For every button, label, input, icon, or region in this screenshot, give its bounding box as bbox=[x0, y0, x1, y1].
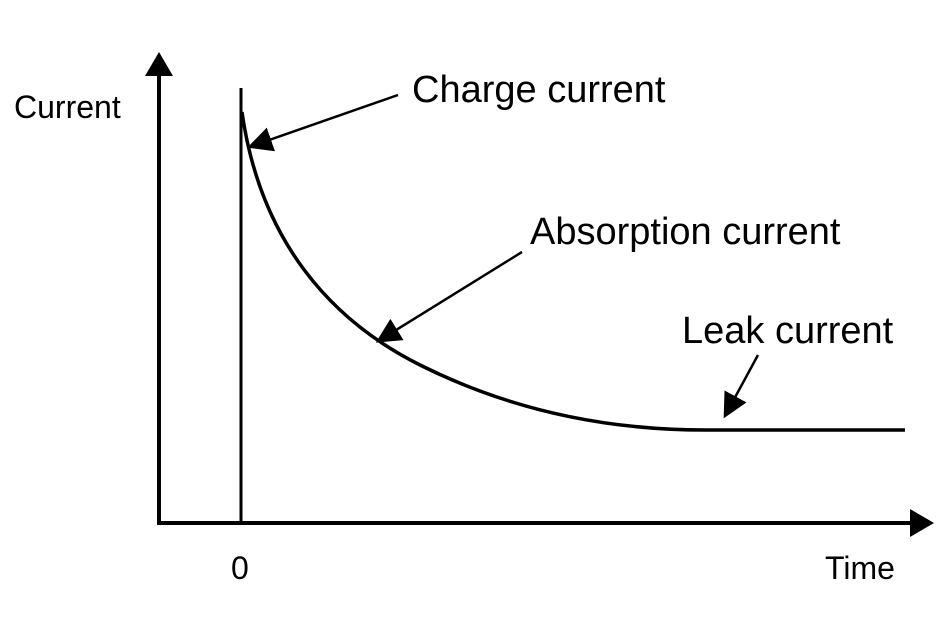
origin-tick-label: 0 bbox=[231, 550, 249, 586]
charge-current-label: Charge current bbox=[412, 69, 666, 111]
current-decay-curve bbox=[240, 111, 905, 432]
leak-current-arrow bbox=[723, 354, 760, 419]
x-axis-label: Time bbox=[825, 550, 895, 586]
absorption-current-arrow bbox=[375, 250, 523, 343]
absorption-current-label: Absorption current bbox=[530, 211, 841, 253]
x-axis-arrowhead bbox=[910, 509, 934, 537]
y-axis-arrowhead bbox=[145, 52, 173, 76]
y-axis-label: Current bbox=[14, 89, 121, 125]
charge-current-arrow bbox=[247, 93, 399, 152]
leak-current-label: Leak current bbox=[682, 310, 894, 352]
